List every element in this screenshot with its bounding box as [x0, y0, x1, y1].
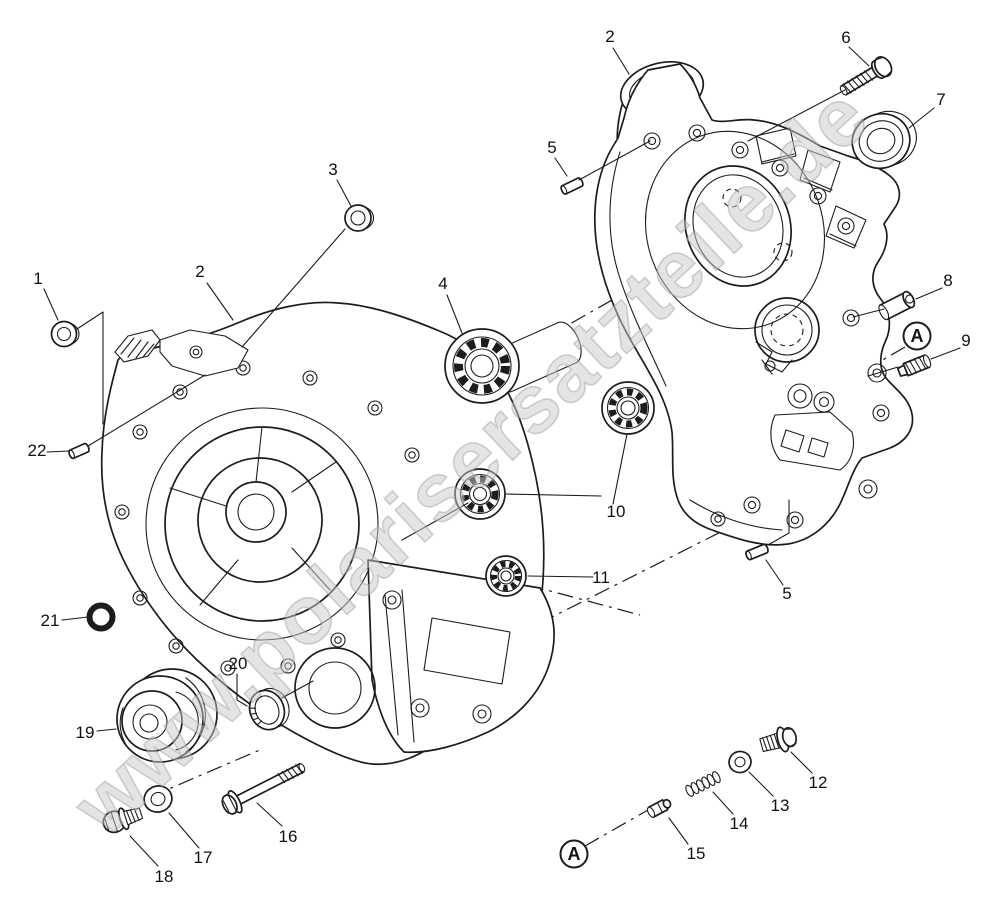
- dowel-pin-5-bottom: [745, 543, 769, 561]
- detent-axis-line: [584, 809, 649, 847]
- marker-a: A: [902, 321, 932, 351]
- callout-14: 14: [730, 814, 749, 833]
- bearing-4: [444, 328, 520, 404]
- left-case-spokes: [169, 426, 337, 606]
- washer-17: [143, 785, 173, 813]
- right-case-crank-bore: [684, 165, 792, 287]
- hidden-dowel-circle-2: [773, 242, 793, 262]
- right-case-seal-bore-inner: [761, 304, 813, 356]
- dowel-pin-5-top: [560, 177, 584, 195]
- svg-text:A: A: [911, 326, 924, 346]
- o-ring-21: [86, 602, 116, 632]
- washer-13: [728, 750, 752, 774]
- drain-plug-axis-line: [149, 748, 263, 798]
- oil-seal-7: [851, 110, 917, 170]
- plug-8: [878, 290, 916, 321]
- callout-16: 16: [279, 827, 298, 846]
- right-case-bottom-tabs: [689, 496, 804, 531]
- set-screw-9: [896, 354, 932, 377]
- callout-20: 20: [229, 654, 248, 673]
- left-case-gasket-circle: [145, 407, 379, 641]
- right-case-fork-pivot: [764, 360, 776, 372]
- callout-4: 4: [438, 274, 447, 293]
- callout-10: 10: [607, 502, 626, 521]
- left-case-lower-bore-inner: [308, 661, 362, 715]
- callout-18: 18: [155, 867, 174, 886]
- callout-7: 7: [936, 90, 945, 109]
- callout-19: 19: [76, 723, 95, 742]
- hidden-dowel-circle-1: [722, 188, 742, 208]
- bushing-3: [344, 204, 375, 232]
- left-case-bolt-holes: [114, 360, 420, 676]
- right-case-windows: [755, 127, 867, 249]
- bolt-16: [221, 762, 306, 815]
- bearing-11: [485, 555, 527, 597]
- left-case-lower-extension: [367, 559, 555, 754]
- crankcase-half-left: [100, 301, 582, 766]
- svg-text:A: A: [568, 844, 581, 864]
- callout-12: 12: [809, 773, 828, 792]
- callout-21: 21: [41, 611, 60, 630]
- spring-14: [685, 771, 721, 797]
- left-case-bore-center: [237, 493, 275, 531]
- callout-2: 2: [605, 27, 614, 46]
- right-case-flange-holes: [643, 124, 855, 235]
- oil-seal-20: [248, 687, 290, 731]
- callout-3: 3: [328, 160, 337, 179]
- callout-17: 17: [194, 848, 213, 867]
- dowel-pin-22: [68, 442, 90, 460]
- drain-plug-18: [102, 807, 144, 834]
- oil-plug-12: [759, 726, 798, 753]
- callout-9: 9: [961, 331, 970, 350]
- callout-5: 5: [782, 584, 791, 603]
- right-case-side-holes: [842, 309, 890, 499]
- right-case-hidden-bearing: [770, 313, 804, 347]
- callout-15: 15: [687, 844, 706, 863]
- callout-5: 5: [547, 138, 556, 157]
- right-case-oil-pump: [770, 383, 855, 471]
- pulley-19: [116, 668, 218, 763]
- left-case-bore-mid: [197, 457, 323, 583]
- callout-13: 13: [771, 796, 790, 815]
- callout-6: 6: [841, 28, 850, 47]
- right-case-flange-edge: [609, 151, 667, 387]
- callout-1: 1: [33, 269, 42, 288]
- leader-lines: [43, 46, 961, 867]
- bushing-1: [50, 320, 80, 348]
- marker-a: A: [559, 839, 589, 869]
- right-case-crank-bore-inner: [692, 174, 784, 278]
- detent-pin-15: [646, 798, 672, 818]
- callout-8: 8: [943, 271, 952, 290]
- right-case-seal-bore: [754, 297, 820, 363]
- bolt-6: [839, 56, 893, 96]
- bearing-10-front: [454, 468, 506, 520]
- bearing-10-rear: [601, 381, 655, 435]
- callout-2: 2: [195, 262, 204, 281]
- left-case-top-bracket: [114, 329, 249, 377]
- callout-22: 22: [28, 441, 47, 460]
- left-case-lower-bore: [294, 647, 376, 729]
- crankcase-half-right: [593, 61, 914, 546]
- callout-11: 11: [592, 568, 610, 587]
